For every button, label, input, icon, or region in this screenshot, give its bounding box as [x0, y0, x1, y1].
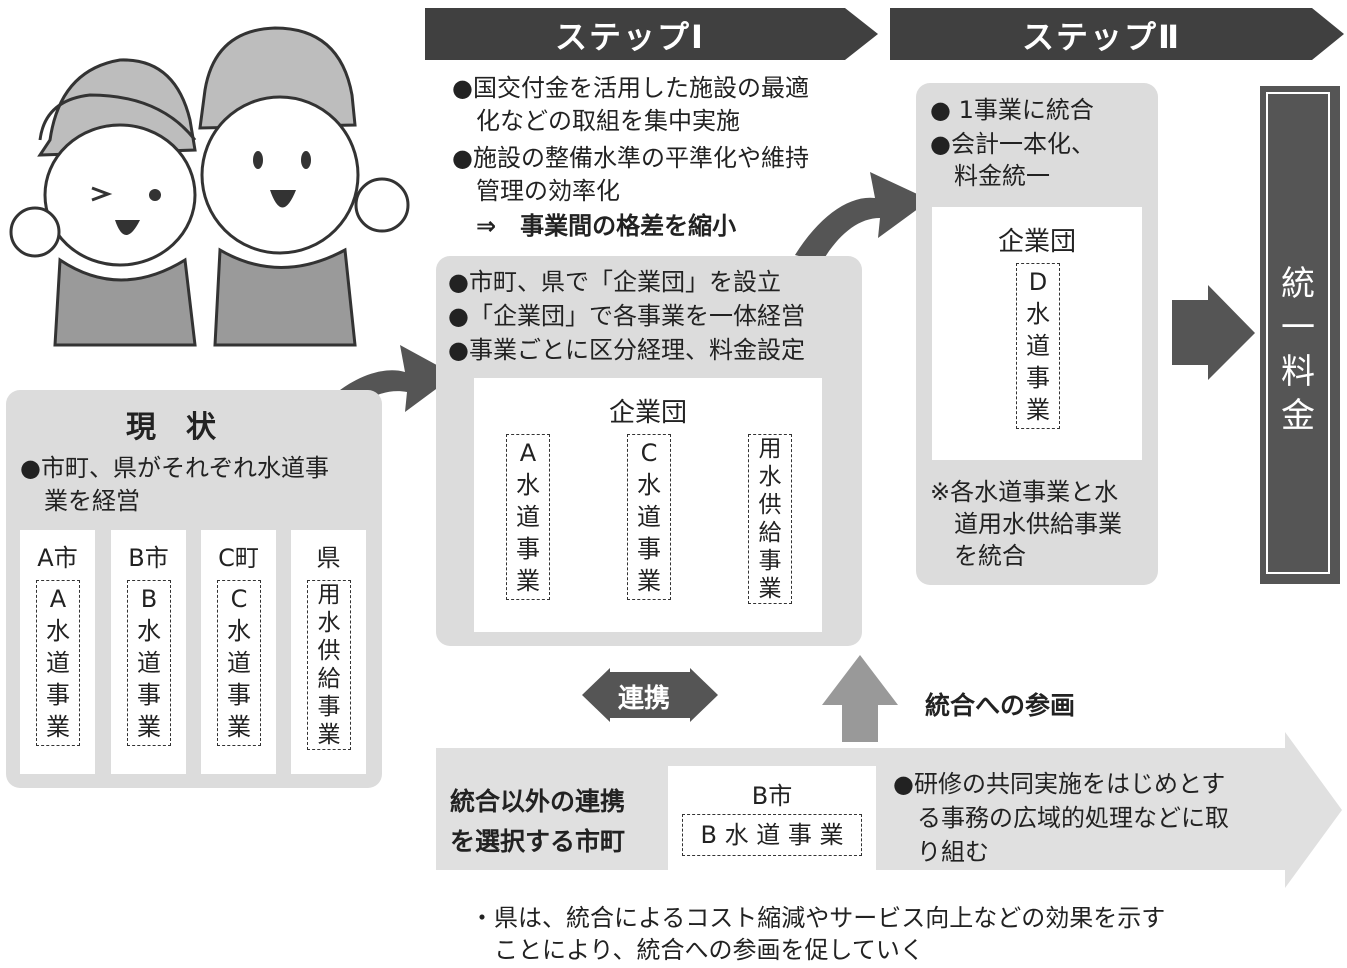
step1-panel-bullet-3: ●事業ごとに区分経理、料金設定: [448, 336, 805, 364]
column-b-city-name: B市: [128, 544, 169, 572]
step2-bullet-3: 料金統一: [930, 162, 1050, 190]
current-bullet-2: 業を経営: [20, 487, 140, 515]
column-a-city-name: A市: [37, 544, 78, 572]
bottom-left-line-2: を選択する市町: [450, 827, 626, 856]
step1-panel-bullet-2: ●「企業団」で各事業を一体経営: [448, 302, 805, 330]
step2-note-1: ※各水道事業と水: [930, 478, 1119, 506]
step1-note-2: 化などの取組を集中実施: [452, 107, 740, 135]
bottom-b-city-title: B市: [751, 782, 793, 810]
bottom-arrow-band: [436, 732, 1342, 888]
step2-bullet-2: ●会計一本化、: [930, 130, 1095, 158]
curve-arrow-2: [795, 172, 930, 262]
step1-kigyodan-title: 企業団: [608, 398, 687, 428]
footer-line-2: ことにより、統合への参画を促していく: [470, 936, 924, 964]
workers-illustration: [9, 26, 410, 347]
column-c-town-name: C町: [218, 544, 259, 572]
step1-note-1: ●国交付金を活用した施設の最適: [452, 74, 809, 102]
column-prefecture-name: 県: [316, 544, 341, 572]
step2-label: ステップⅡ: [1022, 18, 1182, 56]
step2-bullet-1: ● 1事業に統合: [930, 96, 1094, 124]
bottom-right-1: ●研修の共同実施をはじめとす: [893, 770, 1226, 798]
step1-note-5: ⇒ 事業間の格差を縮小: [452, 212, 737, 240]
renkei-double-arrow: [582, 668, 718, 722]
step1-label: ステップⅠ: [555, 18, 705, 56]
step1-banner: [425, 8, 878, 60]
current-state-title: 現 状: [126, 410, 216, 445]
bottom-left-text: 統合以外の連携 を選択する市町: [450, 782, 625, 862]
step1-water-supply-business: 用水供給事業: [748, 434, 792, 604]
unified-price-block: 統一料金: [1260, 86, 1340, 584]
current-bullet-1: ●市町、県がそれぞれ水道事: [20, 454, 329, 482]
bottom-right-2: る事務の広域的処理などに取: [893, 804, 1229, 832]
right-arrow-unified: [1172, 285, 1255, 380]
prefecture-water-supply-business: 用水供給事業: [307, 580, 351, 750]
column-prefecture: 県 用水供給事業: [291, 530, 366, 774]
step1-note-3: ●施設の整備水準の平準化や維持: [452, 144, 809, 172]
renkei-label: 連携: [618, 684, 671, 714]
step1-note-4: 管理の効率化: [452, 177, 620, 205]
bottom-b-city-box: B市 B 水 道 事 業: [668, 766, 876, 872]
bottom-b-water-business: B 水 道 事 業: [682, 814, 862, 856]
bottom-left-line-1: 統合以外の連携: [450, 787, 626, 816]
participation-label: 統合への参画: [925, 691, 1076, 720]
participation-up-arrow: [822, 655, 898, 742]
step2-banner: [890, 8, 1344, 60]
bottom-right-3: り組む: [893, 838, 989, 866]
step2-note-3: を統合: [930, 542, 1026, 570]
footer-line-1: ・県は、統合によるコスト縮減やサービス向上などの効果を示す: [470, 904, 1166, 932]
step2-note-2: 道用水供給事業: [930, 510, 1122, 538]
unified-price-text: 統一料金: [1266, 92, 1330, 574]
step2-kigyodan-title: 企業団: [997, 227, 1076, 257]
step1-panel-bullet-1: ●市町、県で「企業団」を設立: [448, 268, 781, 296]
